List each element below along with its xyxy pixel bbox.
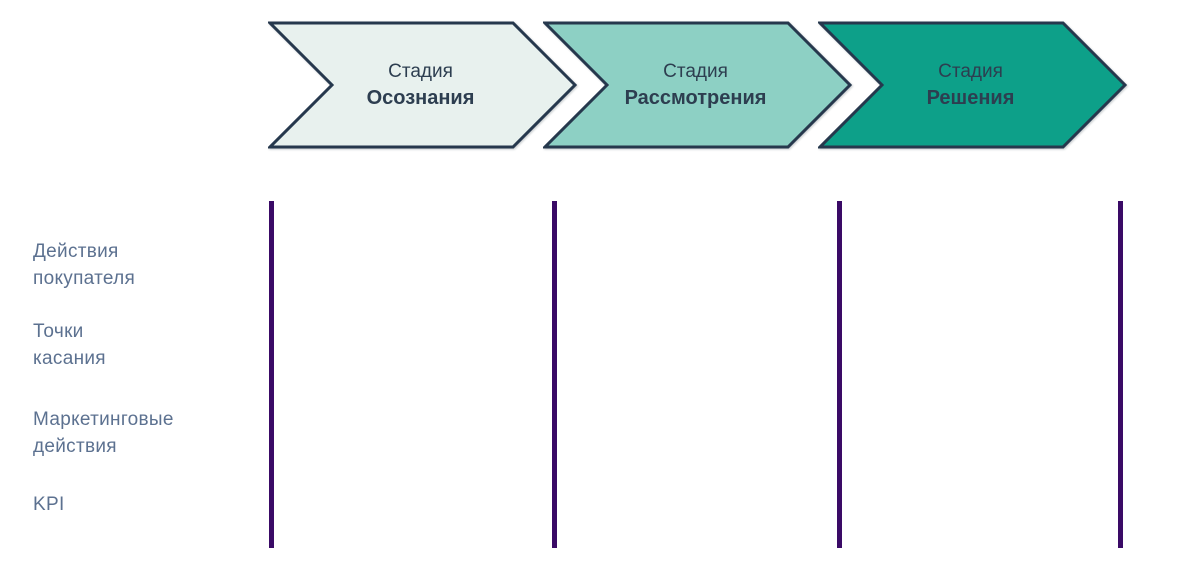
chevron-shape: [268, 21, 577, 149]
row-label-buyer-actions: Действия покупателя: [33, 241, 136, 289]
chevron-arrow-icon: [543, 21, 852, 149]
chevron-arrow-icon: [268, 21, 577, 149]
stage-awareness-label: Стадия Осознания: [268, 23, 573, 147]
stage-consideration: Стадия Рассмотрения: [543, 21, 852, 149]
stage-awareness: Стадия Осознания: [268, 21, 577, 149]
row-label-marketing-actions: Маркетинговые действия: [33, 409, 174, 457]
row-label-kpi: KPI: [33, 494, 65, 515]
stage-name: Осознания: [366, 87, 475, 109]
chevron-arrow-icon: [818, 21, 1127, 149]
chevron-shape: [543, 21, 852, 149]
stage-prefix: Стадия: [938, 61, 1003, 82]
column-divider: [269, 201, 274, 548]
stage-decision-label: Стадия Решения: [818, 23, 1123, 147]
chevron-shape: [818, 21, 1127, 149]
column-divider: [837, 201, 842, 548]
stage-prefix: Стадия: [388, 61, 453, 82]
column-divider: [552, 201, 557, 548]
row-label-touchpoints: Точки касания: [33, 321, 106, 369]
stage-prefix: Стадия: [663, 61, 728, 82]
column-divider: [1118, 201, 1123, 548]
stage-name: Решения: [926, 87, 1015, 109]
stage-consideration-label: Стадия Рассмотрения: [543, 23, 848, 147]
stage-decision: Стадия Решения: [818, 21, 1127, 149]
stage-name: Рассмотрения: [624, 87, 767, 109]
